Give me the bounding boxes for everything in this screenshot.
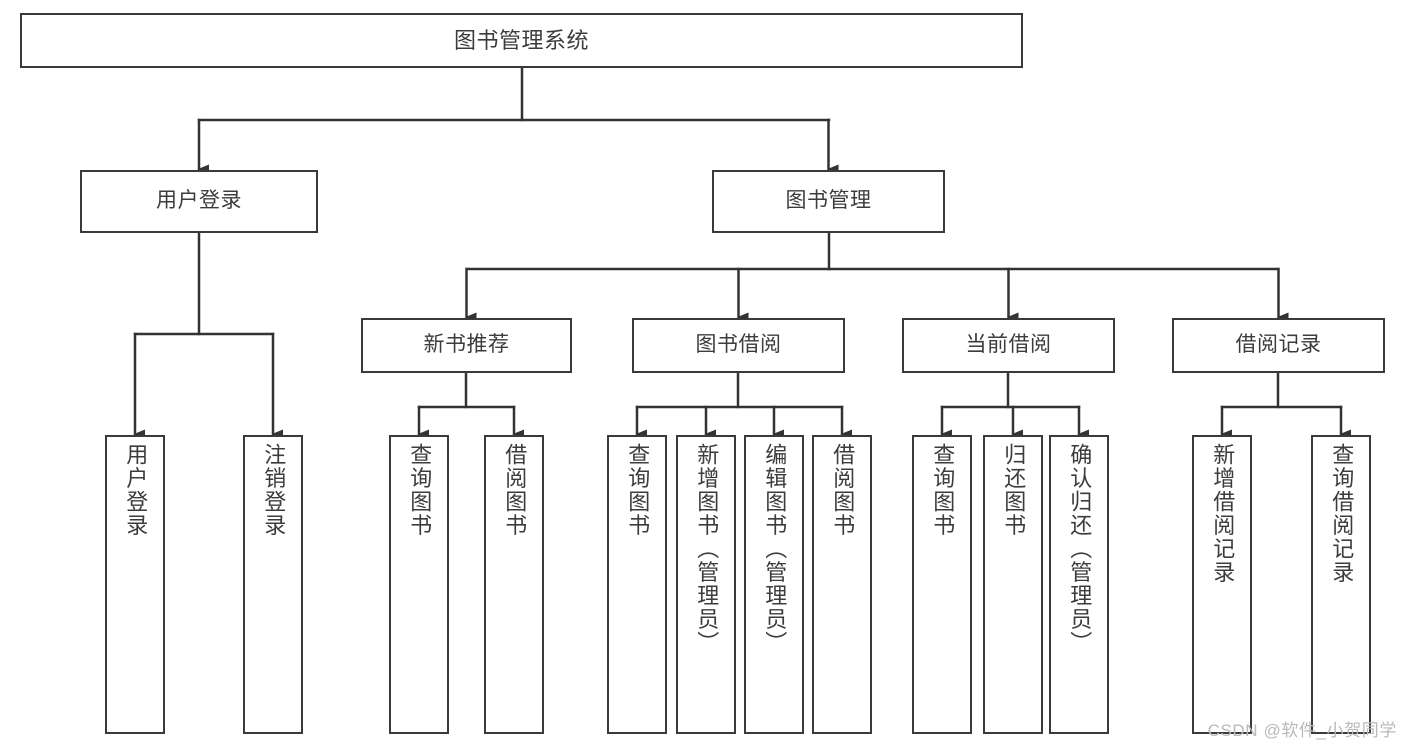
node-label: 借阅图书 [502,443,528,537]
edges [133,66,1351,439]
node-label: 查询借阅记录 [1329,443,1355,584]
node-label: 借阅记录 [1235,333,1322,357]
node-label: 查询图书 [407,443,433,537]
node-leaf-borrow-lend[interactable]: 借阅图书 [812,435,872,734]
node-leaf-user-logout[interactable]: 注销登录 [243,435,303,734]
node-leaf-current-confirm[interactable]: 确认归还（管理员） [1049,435,1109,734]
csdn-watermark: CSDN @软件_小贺同学 [1207,721,1397,740]
node-label: 归还图书 [1001,443,1027,537]
node-leaf-user-login[interactable]: 用户登录 [105,435,165,734]
node-label: 确认归还（管理员） [1067,443,1093,655]
node-leaf-rec-borrow[interactable]: 借阅图书 [484,435,544,734]
node-label: 图书借阅 [695,333,782,357]
node-book-manage[interactable]: 图书管理 [712,170,945,233]
node-label: 用户登录 [156,189,242,213]
node-root[interactable]: 图书管理系统 [20,13,1023,68]
node-label: 借阅图书 [830,443,856,537]
node-label: 编辑图书（管理员） [762,443,788,655]
node-leaf-record-add[interactable]: 新增借阅记录 [1192,435,1252,734]
node-label: 注销登录 [261,443,287,537]
node-leaf-rec-query[interactable]: 查询图书 [389,435,449,734]
node-leaf-borrow-query[interactable]: 查询图书 [607,435,667,734]
node-label: 新增图书（管理员） [694,443,720,655]
node-leaf-current-query[interactable]: 查询图书 [912,435,972,734]
node-leaf-borrow-add[interactable]: 新增图书（管理员） [676,435,736,734]
node-leaf-record-query[interactable]: 查询借阅记录 [1311,435,1371,734]
node-label: 新书推荐 [423,333,510,357]
node-label: 用户登录 [123,443,149,537]
node-label: 查询图书 [625,443,651,537]
node-current-borrow[interactable]: 当前借阅 [902,318,1115,373]
node-label: 图书管理 [785,189,872,213]
node-label: 新增借阅记录 [1210,443,1236,584]
node-book-borrow[interactable]: 图书借阅 [632,318,845,373]
node-borrow-record[interactable]: 借阅记录 [1172,318,1385,373]
node-user-login[interactable]: 用户登录 [80,170,318,233]
node-label: 查询图书 [930,443,956,537]
node-new-book-rec[interactable]: 新书推荐 [361,318,572,373]
node-label: 当前借阅 [965,333,1052,357]
node-label: 图书管理系统 [453,27,589,53]
node-leaf-borrow-edit[interactable]: 编辑图书（管理员） [744,435,804,734]
node-leaf-current-return[interactable]: 归还图书 [983,435,1043,734]
